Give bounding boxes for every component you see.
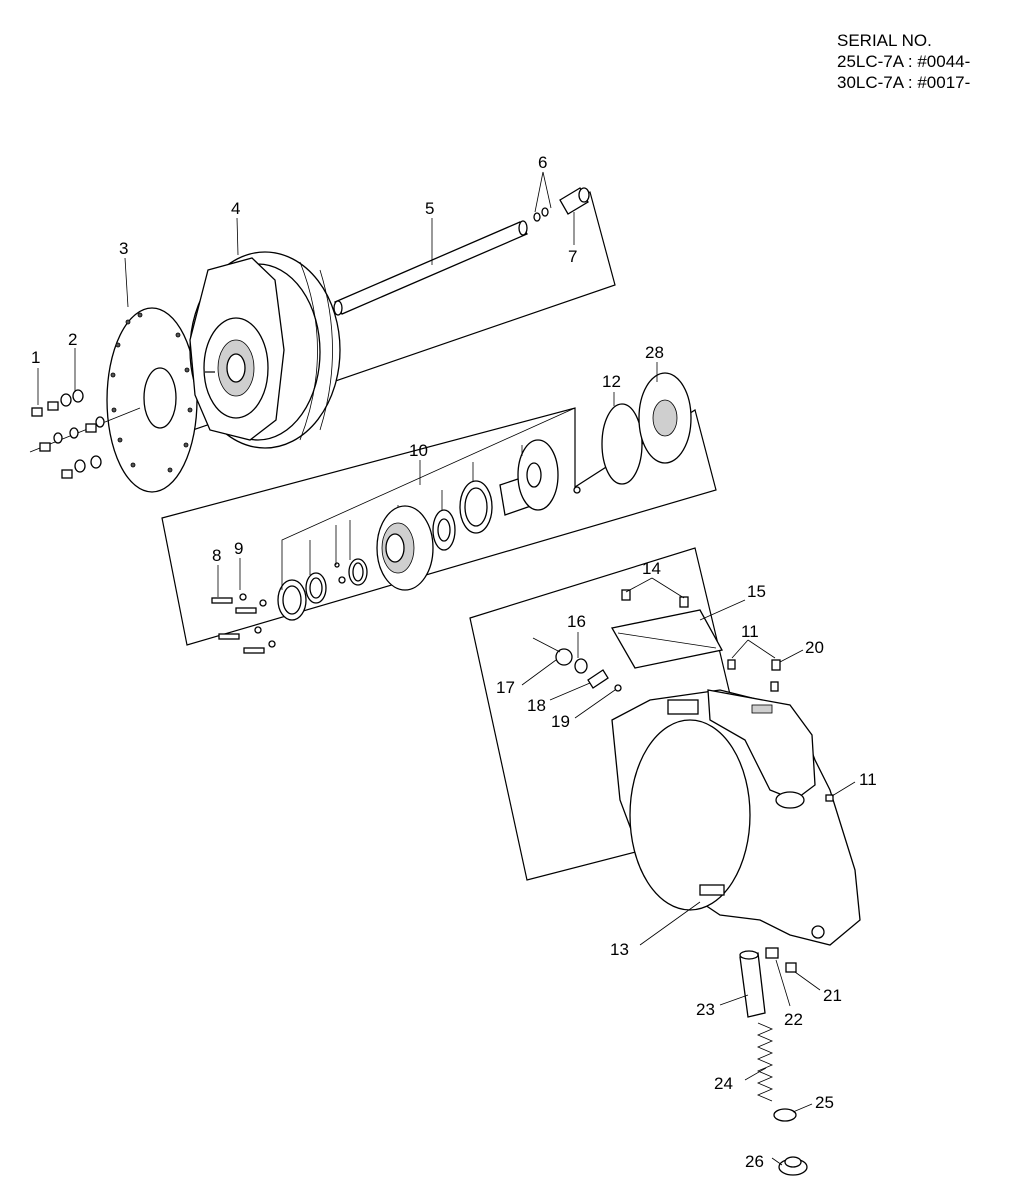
callout-16: 16 xyxy=(567,612,586,631)
pump-components xyxy=(211,372,692,654)
drive-plate xyxy=(106,307,198,493)
serial-number-block: SERIAL NO. 25LC-7A : #0044- 30LC-7A : #0… xyxy=(837,30,970,93)
callout-7: 7 xyxy=(568,247,577,266)
callout-11-top: 11 xyxy=(741,622,759,641)
bolts-and-washers xyxy=(29,389,141,479)
input-shaft xyxy=(333,220,528,316)
callout-21: 21 xyxy=(823,986,842,1005)
serial-range-25lc: 25LC-7A : #0044- xyxy=(837,52,971,71)
callout-9: 9 xyxy=(234,539,243,558)
callout-20: 20 xyxy=(805,638,824,657)
callout-1: 1 xyxy=(31,348,40,367)
callout-11-side: 11 xyxy=(859,770,877,789)
callout-24: 24 xyxy=(714,1074,733,1093)
callout-13: 13 xyxy=(610,940,629,959)
callout-25: 25 xyxy=(815,1093,834,1112)
callout-3: 3 xyxy=(119,239,128,258)
callout-26: 26 xyxy=(745,1152,764,1171)
callout-23: 23 xyxy=(696,1000,715,1019)
torque-converter xyxy=(189,251,341,449)
converter-housing xyxy=(532,589,861,946)
callout-6: 6 xyxy=(538,153,547,172)
callout-2: 2 xyxy=(68,330,77,349)
callout-18: 18 xyxy=(527,696,546,715)
snap-ring-and-bushing xyxy=(533,187,590,222)
callout-12: 12 xyxy=(602,372,621,391)
relief-valve-parts xyxy=(739,947,808,1176)
callout-5: 5 xyxy=(425,199,434,218)
callout-10: 10 xyxy=(409,441,428,460)
serial-range-30lc: 30LC-7A : #0017- xyxy=(837,73,971,92)
callout-19: 19 xyxy=(551,712,570,731)
callout-numbers: 1 2 3 4 5 6 7 8 9 10 11 11 12 13 14 15 1… xyxy=(31,153,877,1171)
callout-22: 22 xyxy=(784,1010,803,1029)
callout-14: 14 xyxy=(642,559,661,578)
callout-4: 4 xyxy=(231,199,240,218)
callout-8: 8 xyxy=(212,546,221,565)
callout-17: 17 xyxy=(496,678,515,697)
leader-lines xyxy=(37,171,856,1166)
callout-15: 15 xyxy=(747,582,766,601)
callout-28: 28 xyxy=(645,343,664,362)
serial-heading: SERIAL NO. xyxy=(837,31,932,50)
